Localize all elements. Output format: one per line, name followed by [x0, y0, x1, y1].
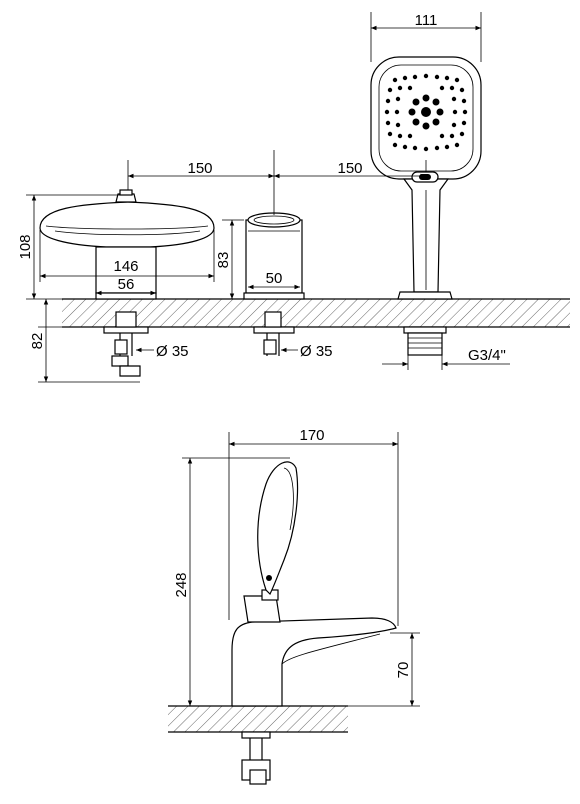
dim-hole-left: Ø 35: [156, 343, 189, 360]
dim-spout-height: 108: [17, 234, 34, 259]
nozzle-grid: [384, 73, 468, 152]
dim-side-spout-height: 70: [395, 662, 412, 679]
dim-total-width: 170: [299, 427, 324, 444]
spout-side-profile: [231, 461, 397, 785]
spout-assembly: [39, 189, 215, 377]
side-elevation: 170 248 70: [168, 427, 420, 785]
dim-spout-width: 146: [113, 258, 138, 275]
dim-spacing-right: 150: [337, 160, 362, 177]
dim-hole-center: Ø 35: [300, 343, 333, 360]
dimension-lines-side: [182, 432, 420, 707]
dim-total-height: 248: [173, 572, 190, 597]
dim-handshower-width: 111: [415, 12, 438, 29]
side-deck-slab: [168, 705, 348, 733]
dim-valve-base: 50: [266, 270, 283, 287]
dim-connection-thread: G3/4": [468, 347, 506, 364]
deck-slab: [62, 298, 570, 328]
dimension-lines-top: [26, 12, 510, 383]
dim-below-deck: 82: [29, 333, 46, 350]
dim-spout-base: 56: [118, 276, 135, 293]
dim-valve-height: 83: [215, 252, 232, 269]
dim-spacing-left: 150: [187, 160, 212, 177]
front-elevation: 111 150 150 108 146 56 83 50 82 Ø 35 Ø 3…: [17, 12, 570, 383]
